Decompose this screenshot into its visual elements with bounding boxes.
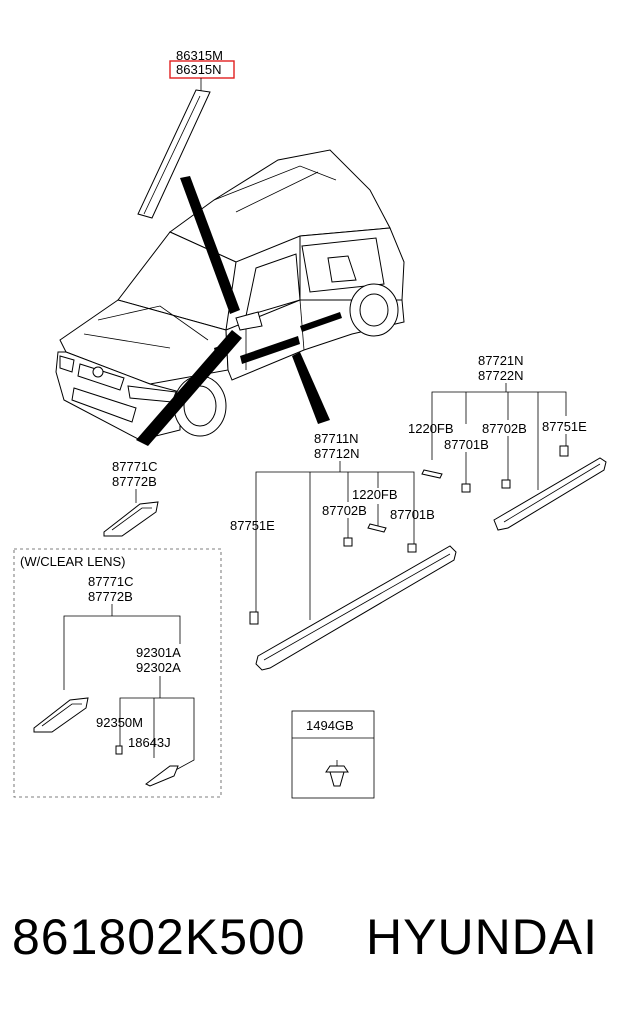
label-86315n: 86315N — [176, 62, 222, 77]
lamp-part — [145, 765, 179, 787]
label-87771c: 87771C — [112, 459, 158, 474]
label-18643j: 18643J — [128, 735, 171, 750]
front-clip-parts — [249, 523, 417, 625]
label-87721n: 87721N — [478, 353, 524, 368]
clear-lens-box — [13, 548, 222, 798]
label-1220fb-rear: 1220FB — [408, 421, 454, 436]
push-clip-part — [325, 760, 349, 787]
front-door-molding-part — [255, 545, 457, 671]
label-92302a: 92302A — [136, 660, 181, 675]
label-87751e-front: 87751E — [230, 518, 275, 533]
label-87701b-rear: 87701B — [444, 437, 489, 452]
socket-part — [115, 745, 123, 755]
label-87712n: 87712N — [314, 446, 360, 461]
car-illustration — [55, 149, 405, 441]
label-1494gb: 1494GB — [306, 718, 354, 733]
pillar-trim-part — [137, 89, 211, 219]
label-92350m: 92350M — [96, 715, 143, 730]
label-86315m: 86315M — [176, 48, 223, 63]
label-1220fb-front: 1220FB — [352, 487, 398, 502]
brand-name: HYUNDAI — [366, 909, 599, 965]
label-87711n: 87711N — [314, 431, 359, 446]
clip-box — [291, 710, 375, 799]
label-87702b-rear: 87702B — [482, 421, 527, 436]
label-87702b-front: 87702B — [322, 503, 367, 518]
highlight-box — [169, 60, 235, 79]
label-87772b: 87772B — [112, 474, 157, 489]
label-87772b-clear: 87772B — [88, 589, 133, 604]
label-87722n: 87722N — [478, 368, 524, 383]
clear-repeater-part — [33, 697, 89, 733]
footer: 861802K500 HYUNDAI — [0, 900, 620, 980]
rear-door-molding-part — [493, 457, 607, 531]
part-number: 861802K500 — [12, 909, 306, 965]
label-87701b-front: 87701B — [390, 507, 435, 522]
label-92301a: 92301A — [136, 645, 181, 660]
clear-lens-header: (W/CLEAR LENS) — [20, 554, 125, 569]
parts-diagram: 86315M 86315N — [13, 48, 607, 799]
rear-clip-parts — [421, 445, 569, 493]
label-87751e-rear: 87751E — [542, 419, 587, 434]
label-87771c-clear: 87771C — [88, 574, 134, 589]
side-repeater-part — [103, 501, 159, 537]
